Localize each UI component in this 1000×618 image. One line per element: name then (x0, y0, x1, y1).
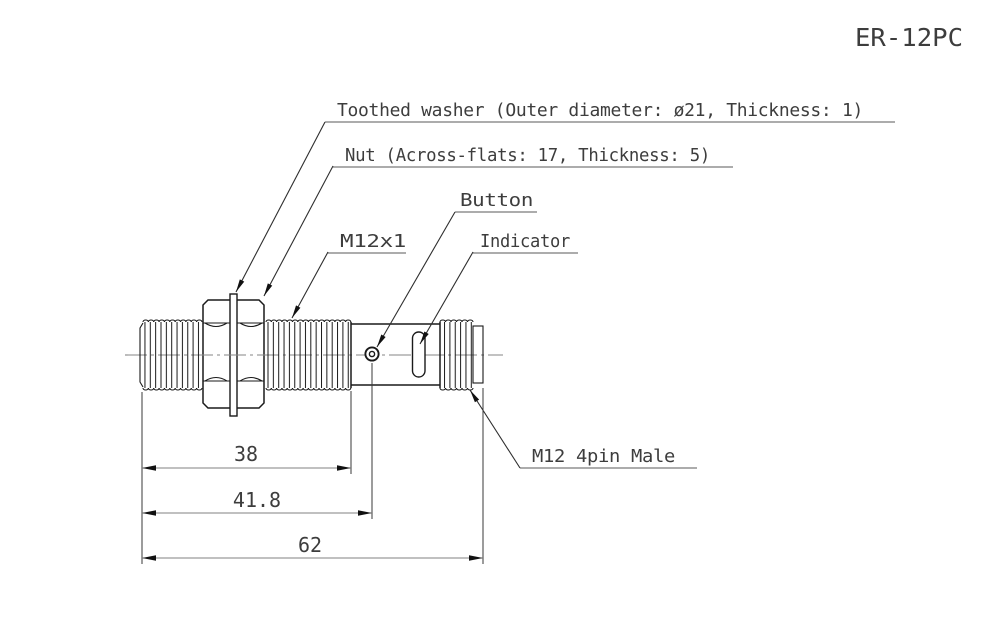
dim-38-value: 38 (234, 442, 258, 466)
toothed-washer-arrow (236, 279, 245, 292)
label-indicator: Indicator (480, 231, 570, 252)
dimension-38: 38 (141, 391, 352, 564)
label-toothed-washer: Toothed washer (Outer diameter: ø21, Thi… (337, 100, 863, 121)
dim-62-value: 62 (298, 533, 322, 557)
connector-arrow (470, 390, 480, 403)
connector-thread-section (439, 319, 474, 391)
label-button: Button (460, 190, 533, 211)
label-nut: Nut (Across-flats: 17, Thickness: 5) (345, 145, 710, 166)
button-arrow (377, 334, 386, 347)
drawing-title: ER-12PC (855, 23, 963, 52)
dimension-62: 62 (142, 388, 484, 564)
m12x1-arrow (292, 305, 301, 318)
label-m12x1: M12x1 (340, 231, 406, 252)
nut-arrow (264, 283, 273, 296)
end-cap (472, 325, 484, 384)
dimension-41-8: 41.8 (142, 363, 373, 519)
indicator-arrow (420, 331, 429, 344)
m12-thread-section (265, 319, 352, 391)
label-connector: M12 4pin Male (532, 446, 675, 467)
dim-41-8-value: 41.8 (233, 488, 281, 512)
button-feature (364, 346, 380, 362)
indicator-feature (411, 331, 426, 378)
leader-m12x1 (291, 251, 406, 319)
leader-connector (469, 389, 697, 469)
leader-toothed-washer (235, 121, 895, 293)
leader-nut (263, 165, 733, 297)
leader-indicator (419, 251, 578, 345)
leader-button (376, 211, 537, 348)
left-thread-section (139, 319, 203, 391)
